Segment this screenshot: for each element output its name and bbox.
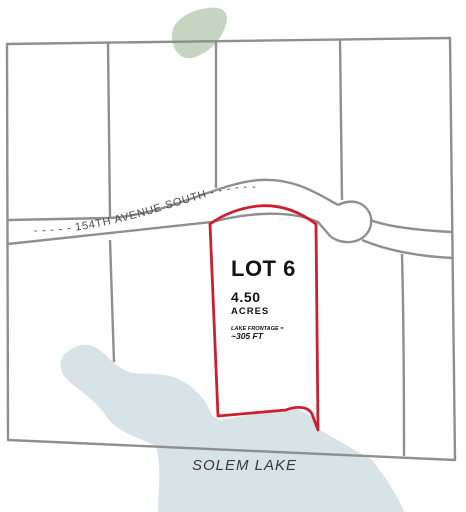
lake-frontage-label: LAKE FRONTAGE = (231, 326, 284, 332)
lot-line (400, 253, 406, 457)
lot-6-outline[interactable] (208, 204, 320, 432)
lot-acres-value: 4.50 (231, 289, 261, 305)
lake-frontage-value: ~305 FT (231, 331, 264, 341)
lake-water (60, 344, 404, 512)
lot-line (338, 39, 344, 201)
road-stub-east-south (361, 238, 453, 260)
lot-title: LOT 6 (231, 256, 296, 281)
lot-line (108, 239, 116, 363)
lake-name: SOLEM LAKE (192, 457, 297, 474)
subdivision-boundary (5, 36, 457, 462)
vegetation-area (171, 7, 228, 59)
lot-acres-unit: ACRES (231, 306, 269, 317)
road-stub-east (369, 218, 453, 234)
cul-de-sac (329, 200, 373, 244)
road-edge-north (7, 178, 339, 222)
lot-line (106, 41, 112, 219)
